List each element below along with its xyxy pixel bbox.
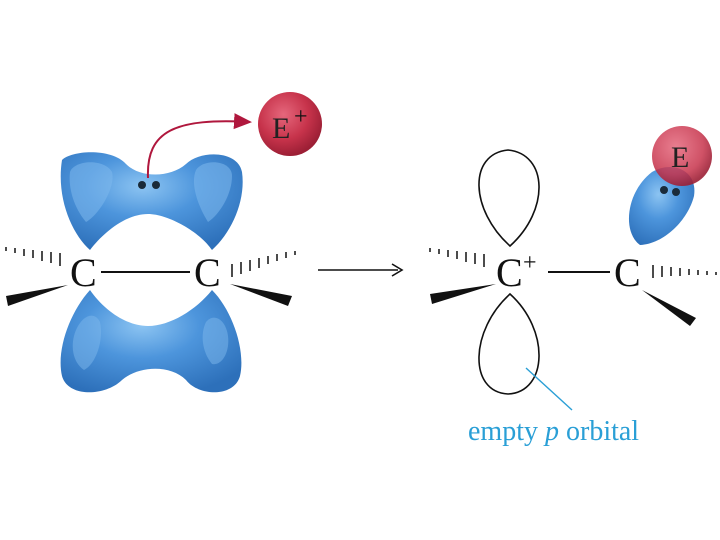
carbocation-charge: +	[523, 250, 537, 276]
curved-arrow	[146, 113, 252, 179]
hashed-wedge-bond	[652, 265, 717, 278]
pi-bond-lower-lobe	[60, 290, 242, 393]
solid-wedge-bond	[430, 284, 496, 304]
label-pointer	[525, 367, 573, 411]
empty-p-orbital-label: empty p orbital	[468, 416, 639, 447]
electrophile-label: E	[272, 112, 290, 145]
empty-p-orbital	[478, 149, 540, 395]
hashed-wedge-bond	[231, 251, 296, 277]
hashed-wedge-bond	[5, 247, 61, 266]
carbon-left-label: C	[70, 250, 97, 295]
electrophile-ball-bonded	[652, 126, 712, 186]
solid-wedge-bond	[6, 285, 68, 306]
carbon-right-label-2: C	[614, 250, 641, 295]
electrophile-label-bonded: E	[671, 141, 689, 174]
hashed-wedge-bond	[429, 248, 485, 267]
sigma-bond-lobe	[628, 166, 695, 245]
carbocation-label: C	[496, 250, 523, 295]
electron-pair-right	[660, 186, 680, 196]
solid-wedge-bond	[642, 290, 696, 326]
electrophile-ball	[258, 92, 322, 156]
electron-pair-left	[138, 181, 160, 189]
carbon-right-label: C	[194, 250, 221, 295]
pi-bond-upper-lobe	[60, 152, 243, 250]
solid-wedge-bond	[230, 284, 292, 306]
electrophile-charge: +	[294, 104, 308, 130]
reaction-arrow	[318, 263, 404, 277]
